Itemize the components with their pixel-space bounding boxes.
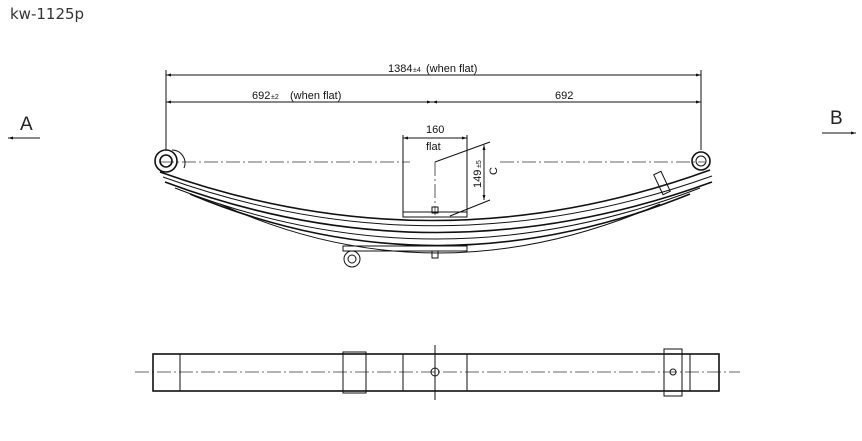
center-width-value: 160: [426, 124, 444, 136]
left-half-tolerance: ±2: [271, 94, 279, 101]
camber-tolerance: ±5: [476, 160, 483, 168]
camber-value: 149: [472, 170, 484, 188]
spring-top-view: [135, 345, 740, 400]
view-a-text: A: [20, 114, 33, 135]
view-b-text: B: [830, 108, 843, 129]
half-length-dimensions: 692 ±2 (when flat) 692: [166, 90, 701, 104]
view-b-label: B: [822, 108, 856, 135]
left-half-note: (when flat): [290, 90, 341, 102]
overall-length-note: (when flat): [426, 63, 477, 75]
right-half-value: 692: [555, 90, 573, 102]
center-width-note: flat: [426, 141, 441, 153]
view-a-label: A: [8, 114, 40, 140]
camber-label: C: [488, 167, 500, 175]
left-half-value: 692: [252, 90, 270, 102]
overall-length-tolerance: ±4: [413, 67, 421, 74]
page-title: kw-1125p: [10, 5, 85, 23]
spring-side-view: [154, 149, 713, 268]
center-flat-dimension: 160 flat: [402, 124, 468, 215]
overall-length-dimension: 1384 ±4 (when flat): [165, 63, 702, 150]
overall-length-value: 1384: [388, 63, 412, 75]
camber-dimension: 149 ±5 C: [434, 141, 500, 217]
